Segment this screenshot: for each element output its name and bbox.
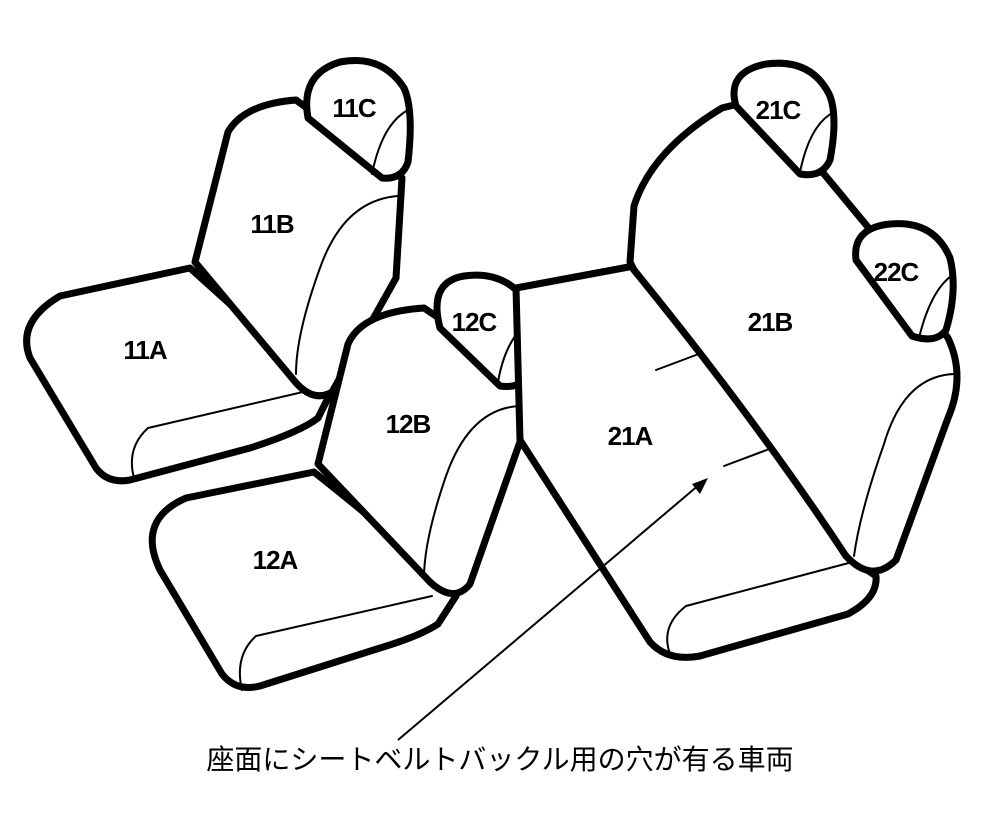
seat-belt-slot-lower	[723, 447, 773, 467]
seat-12	[148, 271, 538, 691]
seat-part-11a[interactable]	[23, 264, 334, 485]
seat-part-12a-inner	[238, 595, 433, 691]
seat-belt-slot-upper	[655, 351, 705, 371]
part-labels: 11A 11B 11C 12A 12B 12C 21A 21B 21C 22C	[123, 93, 920, 575]
seat-11	[23, 57, 414, 485]
label-21b: 21B	[748, 307, 793, 337]
label-22c: 22C	[874, 257, 920, 287]
seat-21	[512, 59, 961, 661]
callout-arrow	[397, 478, 708, 741]
seat-part-21b-inner	[853, 373, 955, 557]
label-11a: 11A	[123, 335, 167, 365]
caption-text: 座面にシートベルトバックル用の穴が有る車両	[206, 743, 794, 776]
seat-part-11c-inner	[371, 109, 409, 175]
seat-part-11c[interactable]	[303, 57, 414, 182]
label-21a: 21A	[608, 421, 654, 451]
seat-part-21b[interactable]	[626, 100, 961, 575]
arrow-head-icon	[692, 478, 708, 494]
seat-part-21a-inner	[666, 559, 861, 655]
seat-part-12b-inner	[423, 405, 521, 579]
label-21c: 21C	[756, 95, 802, 125]
seat-part-11a-inner	[130, 387, 321, 479]
seat-part-21c[interactable]	[730, 59, 838, 179]
label-12c: 12C	[452, 307, 498, 337]
label-12a: 12A	[253, 545, 299, 575]
label-11b: 11B	[250, 209, 293, 239]
label-12b: 12B	[386, 409, 431, 439]
label-11c: 11C	[332, 93, 376, 123]
seat-part-22c-inner	[919, 273, 955, 335]
seat-part-11b-inner	[295, 195, 399, 375]
seat-part-21c-inner	[799, 111, 835, 173]
